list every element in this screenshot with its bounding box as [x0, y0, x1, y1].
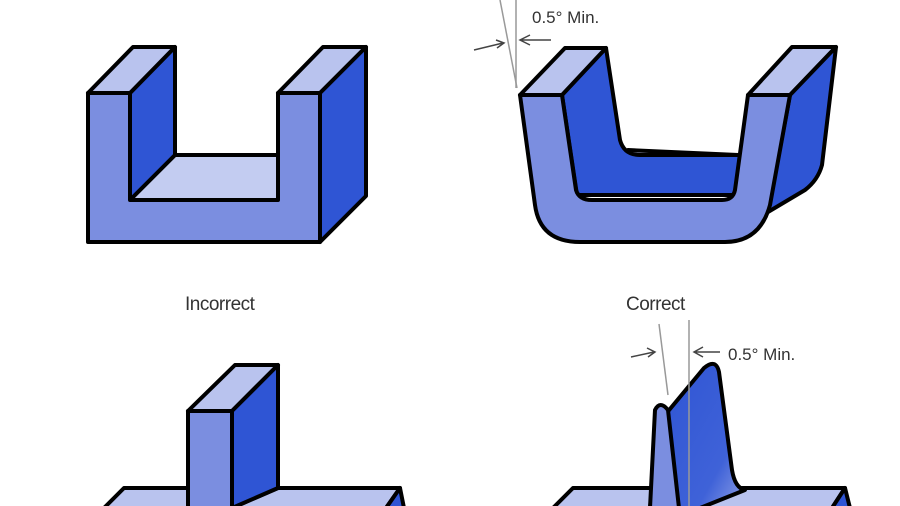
label-correct: Correct	[626, 294, 685, 315]
u-channel-correct	[518, 45, 838, 244]
draft-angle-label-bottom: 0.5° Min.	[728, 345, 796, 364]
rib-incorrect	[103, 363, 406, 506]
draft-angle-lines	[499, 0, 690, 506]
draft-angle-label-top: 0.5° Min.	[532, 8, 600, 27]
rib-correct	[552, 361, 852, 506]
dimension-arrows	[473, 34, 720, 358]
label-incorrect: Incorrect	[185, 294, 255, 315]
u-channel-incorrect	[86, 45, 368, 244]
